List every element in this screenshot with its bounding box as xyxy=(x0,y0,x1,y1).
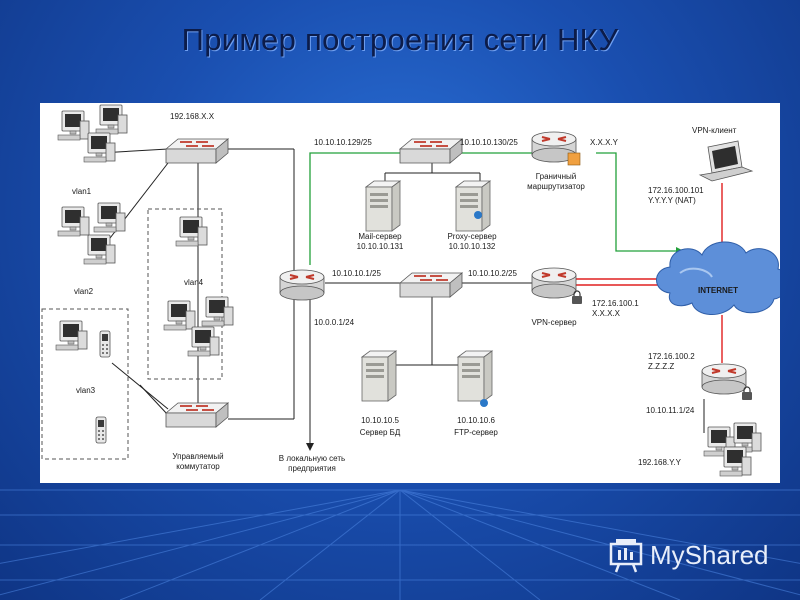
label-border-router-1: Граничный xyxy=(536,172,576,181)
label-ip-130: 10.10.10.130/25 xyxy=(460,138,518,147)
vlan2-workstations xyxy=(57,202,126,265)
label-vlan1: vlan1 xyxy=(72,187,92,196)
label-vpn-server: VPN-сервер xyxy=(531,318,577,327)
vlan3-devices xyxy=(55,320,111,444)
managed-switch xyxy=(165,402,229,428)
label-ip-zzzz: Z.Z.Z.Z xyxy=(648,362,674,371)
network-diagram: 192.168.X.X vlan1 vlan2 vlan4 vlan3 10.1… xyxy=(40,103,780,483)
label-ip-xxxy: X.X.X.Y xyxy=(590,138,619,147)
remote-lan-workstations xyxy=(703,422,762,477)
label-ip-192-yy: 192.168.Y.Y xyxy=(638,458,682,467)
label-vlan3: vlan3 xyxy=(76,386,96,395)
label-lan-1: В локальную сеть xyxy=(279,454,345,463)
label-ip-6: 10.10.10.6 xyxy=(457,416,495,425)
switch-top-left xyxy=(165,138,229,164)
label-ip-5: 10.10.10.5 xyxy=(361,416,399,425)
label-ip-172-2: 172.16.100.2 xyxy=(648,352,695,361)
core-router xyxy=(279,269,325,301)
label-ip-172-101: 172.16.100.101 xyxy=(648,186,704,195)
label-db-server: Сервер БД xyxy=(360,428,401,437)
ftp-server-icon xyxy=(457,350,493,402)
label-vlan4: vlan4 xyxy=(184,278,204,287)
label-internet: INTERNET xyxy=(698,286,738,295)
label-managed-switch-1: Управляемый xyxy=(172,452,223,461)
globe-icon xyxy=(480,399,488,407)
mail-server-icon xyxy=(365,180,401,232)
vlan1-workstations xyxy=(57,104,128,163)
presentation-board-icon xyxy=(609,539,643,573)
remote-router xyxy=(701,363,747,395)
globe-icon xyxy=(474,211,482,219)
vpn-router xyxy=(531,267,577,299)
label-ip-131: 10.10.10.131 xyxy=(357,242,404,251)
label-border-router-2: маршрутизатор xyxy=(527,182,585,191)
internet-cloud-icon xyxy=(656,241,780,315)
label-ip-132: 10.10.10.132 xyxy=(449,242,496,251)
brand-name: MyShared xyxy=(650,540,769,570)
firewall-icon xyxy=(567,152,581,166)
slide-title: Пример построения сети НКУ xyxy=(181,22,619,57)
label-ip-2-25: 10.10.10.2/25 xyxy=(468,269,517,278)
switch-servers xyxy=(399,272,463,298)
label-managed-switch-2: коммутатор xyxy=(176,462,220,471)
label-ip-172-1: 172.16.100.1 xyxy=(592,299,639,308)
label-lan-2: предприятия xyxy=(288,464,336,473)
db-server-icon xyxy=(361,350,397,402)
brand-watermark: MyShared xyxy=(608,536,788,576)
label-ftp-server: FTP-сервер xyxy=(454,428,498,437)
laptop-icon xyxy=(698,140,754,182)
label-ip-xxxx: X.X.X.X xyxy=(592,309,621,318)
label-ip-nat: Y.Y.Y.Y (NAT) xyxy=(648,196,696,205)
label-ip-192-x: 192.168.X.X xyxy=(170,112,215,121)
label-vpn-client: VPN-клиент xyxy=(692,126,737,135)
network-svg: 192.168.X.X vlan1 vlan2 vlan4 vlan3 10.1… xyxy=(41,104,780,477)
label-vlan2: vlan2 xyxy=(74,287,94,296)
label-mail-server: Mail-сервер xyxy=(358,232,402,241)
label-ip-1-25: 10.10.10.1/25 xyxy=(332,269,381,278)
label-ip-129: 10.10.10.129/25 xyxy=(314,138,372,147)
vlan4-group xyxy=(147,208,223,380)
switch-dmz xyxy=(399,138,463,164)
label-proxy-server: Proxy-сервер xyxy=(447,232,497,241)
vlan3-group xyxy=(41,308,129,460)
label-ip-0-1-24: 10.0.0.1/24 xyxy=(314,318,355,327)
proxy-server-icon xyxy=(455,180,491,232)
label-ip-11-1-24: 10.10.11.1/24 xyxy=(646,406,695,415)
